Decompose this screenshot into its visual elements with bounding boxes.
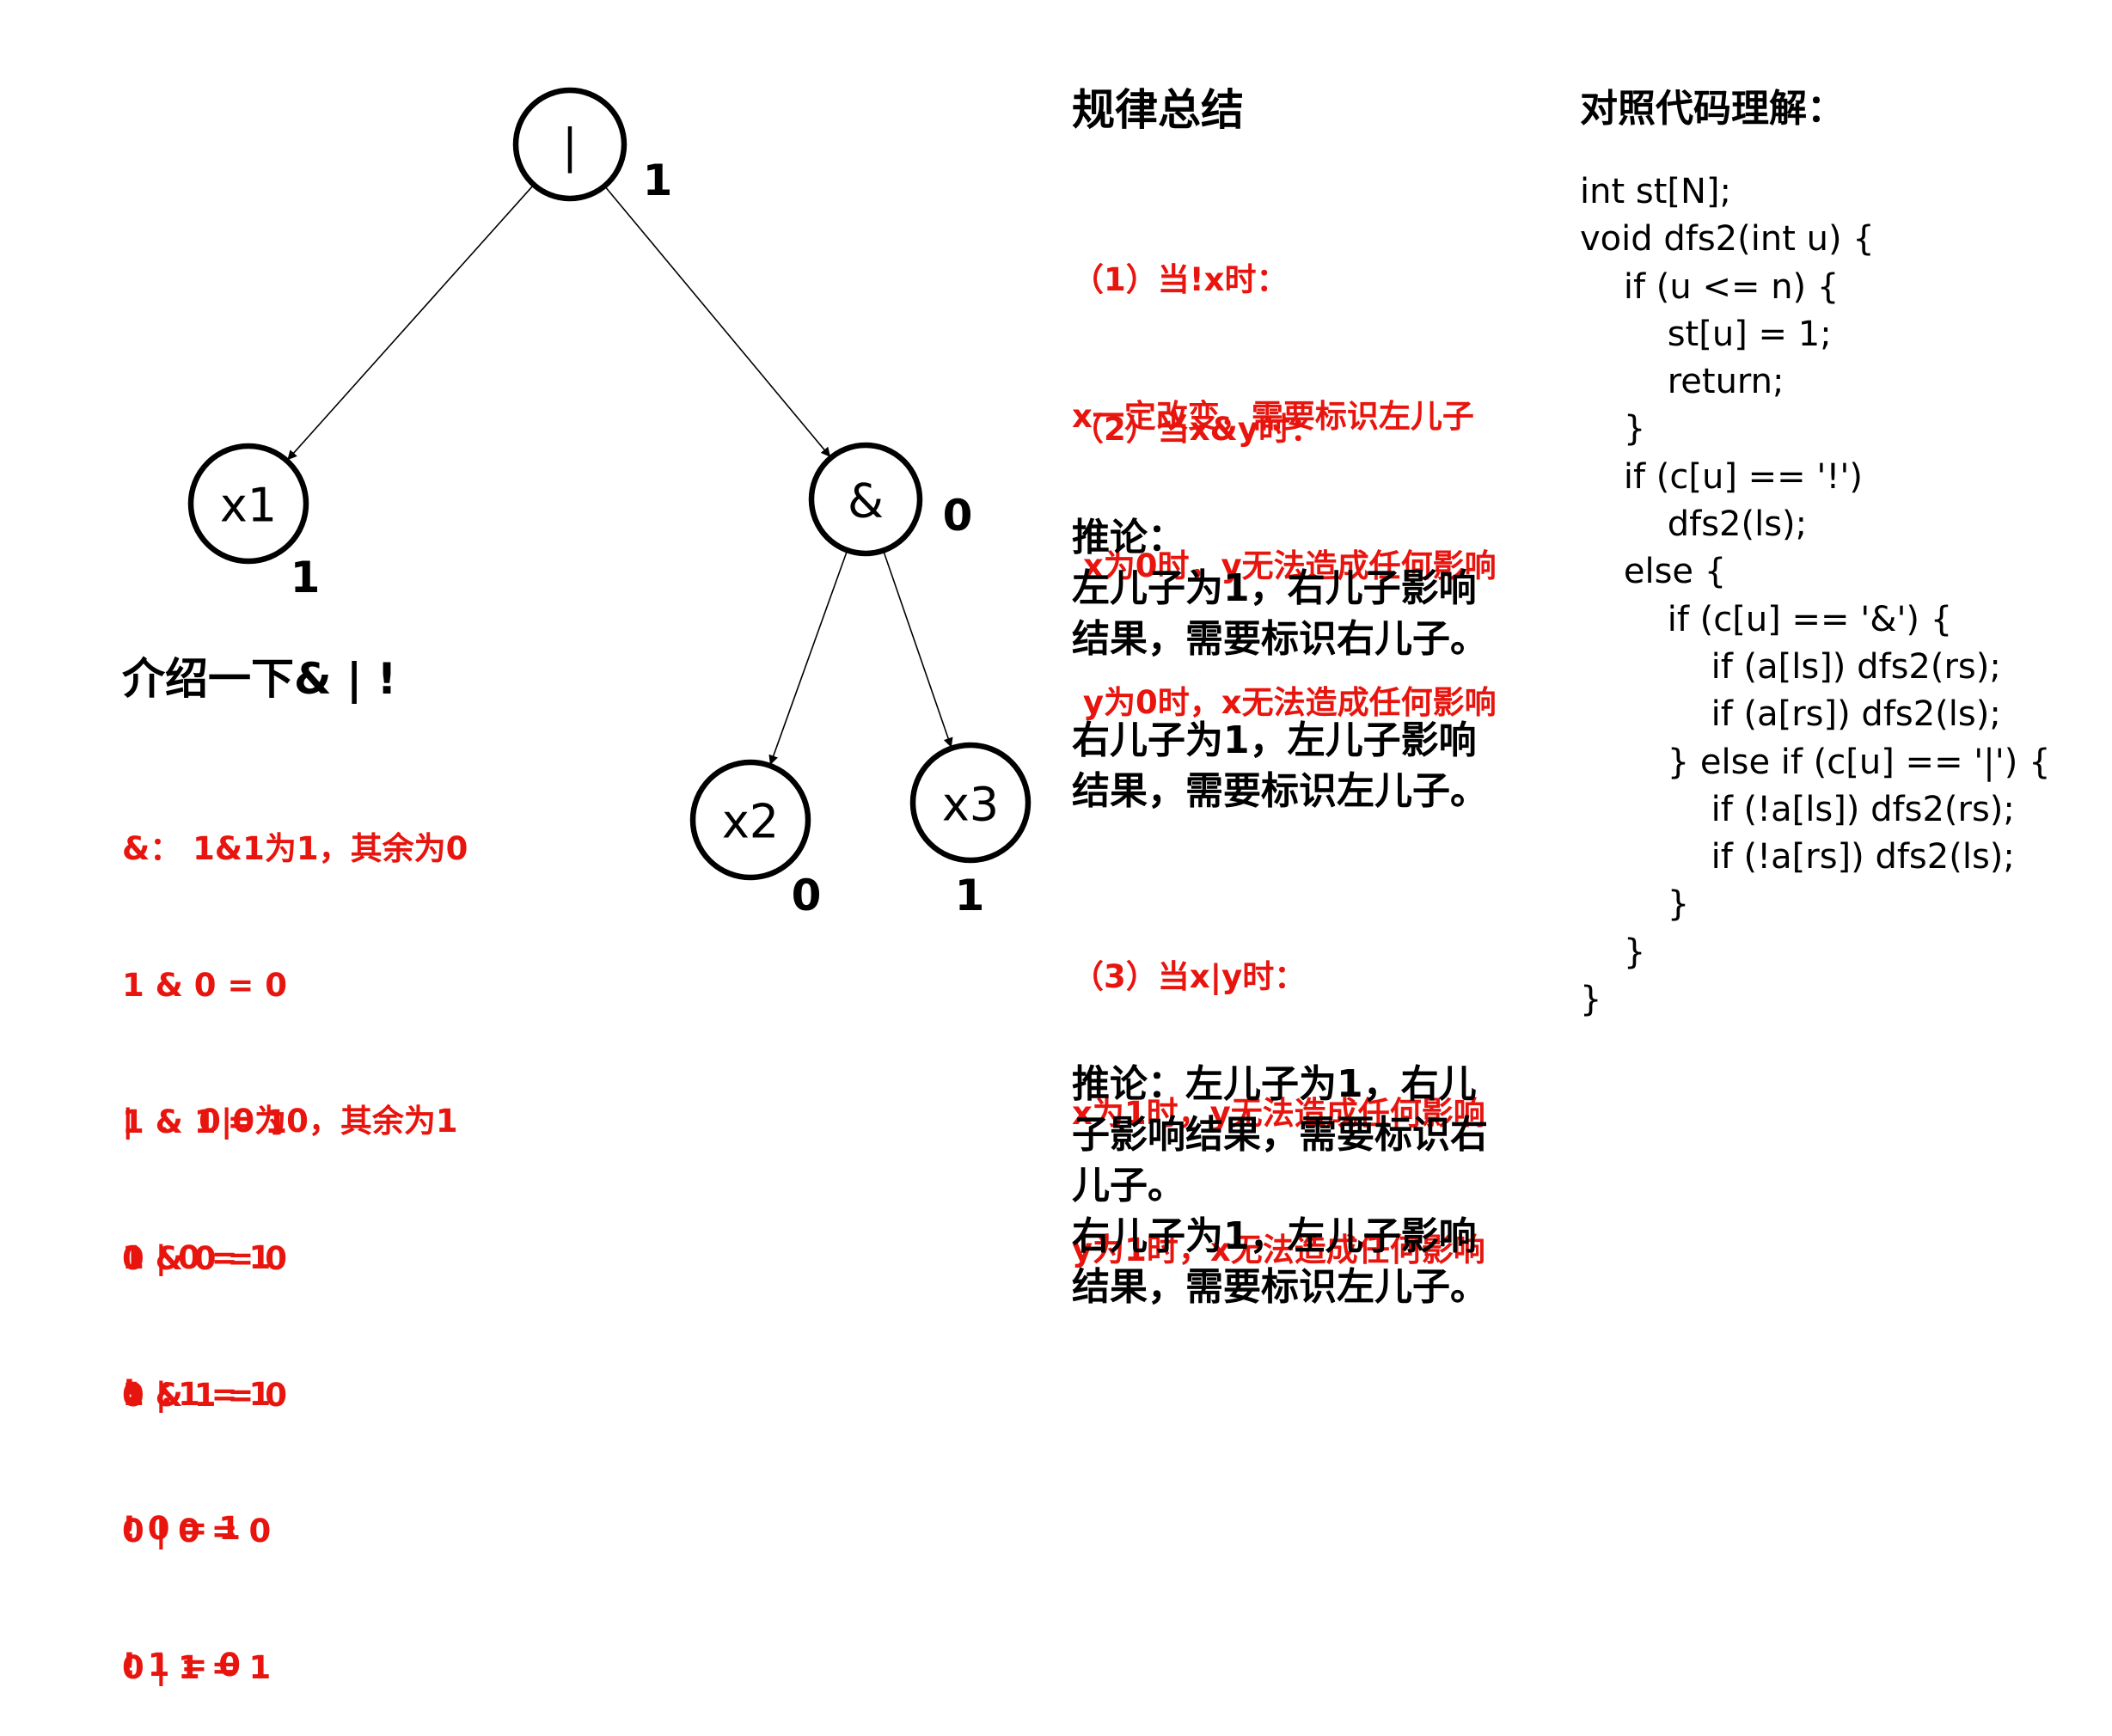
and-line: &： 1&1为1，其余为0	[122, 830, 468, 867]
not-line: ! ：	[122, 1373, 191, 1410]
rule-and: （2）当x&y时： x为0时，y无法造成任何影响 y为0时，x无法造成任何影响	[1072, 315, 1497, 771]
rules-title: 规律总结	[1072, 85, 1244, 135]
rule-and-line: （2）当x&y时：	[1072, 411, 1322, 448]
tree-node-label-x1: x1	[220, 479, 277, 533]
inference-line	[1072, 664, 1502, 715]
not-line: ! 1 = 0	[122, 1647, 242, 1684]
tree-node-value-and: 0	[943, 491, 973, 541]
tree-edge-and-x3	[882, 550, 953, 748]
tree-node-label-and: &	[848, 474, 884, 529]
rule-not: （1）当!x时： x一定改变，需要标识左儿子	[1072, 166, 1474, 485]
and-line: 1 & 0 = 0	[122, 967, 288, 1004]
rule-not-line: x一定改变，需要标识左儿子	[1072, 398, 1474, 435]
inference-line: 左儿子为1，右儿子影响结果，需要标识右儿子。	[1072, 566, 1488, 661]
not-line: ! 0 = 1	[122, 1510, 242, 1547]
inference-line: 右儿子为1，左儿子影响结果，需要标识左儿子。	[1072, 1214, 1488, 1309]
rule-or-line: y为1时，x无法造成任何影响	[1072, 1232, 1485, 1268]
tree-node-value-root: 1	[643, 156, 673, 205]
tree-node-label-x3: x3	[942, 778, 999, 832]
rule-or-line: x为1时，y无法造成任何影响	[1072, 1095, 1485, 1132]
tree-node-root	[512, 87, 627, 202]
rule-and-line: x为0时，y无法造成任何影响	[1072, 547, 1497, 584]
tree-node-x1	[187, 443, 309, 565]
tree-node-x2	[689, 759, 811, 881]
tree-node-x3	[909, 742, 1032, 864]
inference-and: 推论： 左儿子为1，右儿子影响结果，需要标识右儿子。 右儿子为1，左儿子影响结果…	[1072, 512, 1502, 816]
tree-node-label-root: |	[562, 119, 578, 174]
rule-not-line: （1）当!x时：	[1072, 261, 1289, 298]
and-line: 0 & 0 = 0	[122, 1240, 288, 1277]
rule-or: （3）当x|y时： x为1时，y无法造成任何影响 y为1时，x无法造成任何影响	[1072, 863, 1485, 1318]
code-title: 对照代码理解：	[1580, 87, 1845, 131]
inference-line: 推论：左儿子为1，右儿子影响结果，需要标识右儿子。	[1072, 1062, 1488, 1207]
rule-or-line: （3）当x|y时：	[1072, 958, 1307, 995]
tree-node-label-x2: x2	[722, 795, 779, 849]
tree-node-value-x3: 1	[955, 871, 985, 920]
or-line: 1 | 1 = 1	[122, 1376, 272, 1413]
intro-title: 介绍一下& | !	[122, 654, 397, 704]
code-listing: int st[N]; void dfs2(int u) { if (u <= n…	[1580, 172, 2051, 1020]
and-line: 1 & 1 = 1	[122, 1103, 288, 1140]
inference-line: 右儿子为1，左儿子影响结果，需要标识左儿子。	[1072, 718, 1488, 813]
inference-or: 推论：左儿子为1，右儿子影响结果，需要标识右儿子。 右儿子为1，左儿子影响结果，…	[1072, 1059, 1502, 1312]
tree-node-value-x1: 1	[291, 553, 321, 602]
tree-node-value-x2: 0	[792, 871, 822, 920]
tree-edge-root-and	[603, 185, 831, 457]
tree-edge-root-x1	[287, 184, 535, 461]
inference-line: 推论：	[1072, 516, 1185, 559]
or-line: 1 | 0 = 1	[122, 1239, 272, 1276]
expression-tree: | 1 x1 1 & 0 x2 0 x3 1	[187, 87, 1032, 920]
rule-and-line: y为0时，x无法造成任何影响	[1072, 684, 1497, 721]
and-line: 0 & 1 = 0	[122, 1377, 288, 1414]
or-line: | ： 0|0为0，其余为1	[122, 1103, 458, 1140]
not-truth-table: ! ： ! 0 = 1 ! 1 = 0	[122, 1278, 241, 1733]
tree-node-and	[808, 442, 923, 557]
tree-edge-and-x2	[768, 550, 848, 766]
and-truth-table: &： 1&1为1，其余为0 1 & 0 = 0 1 & 1 = 1 0 & 0 …	[122, 735, 468, 1464]
